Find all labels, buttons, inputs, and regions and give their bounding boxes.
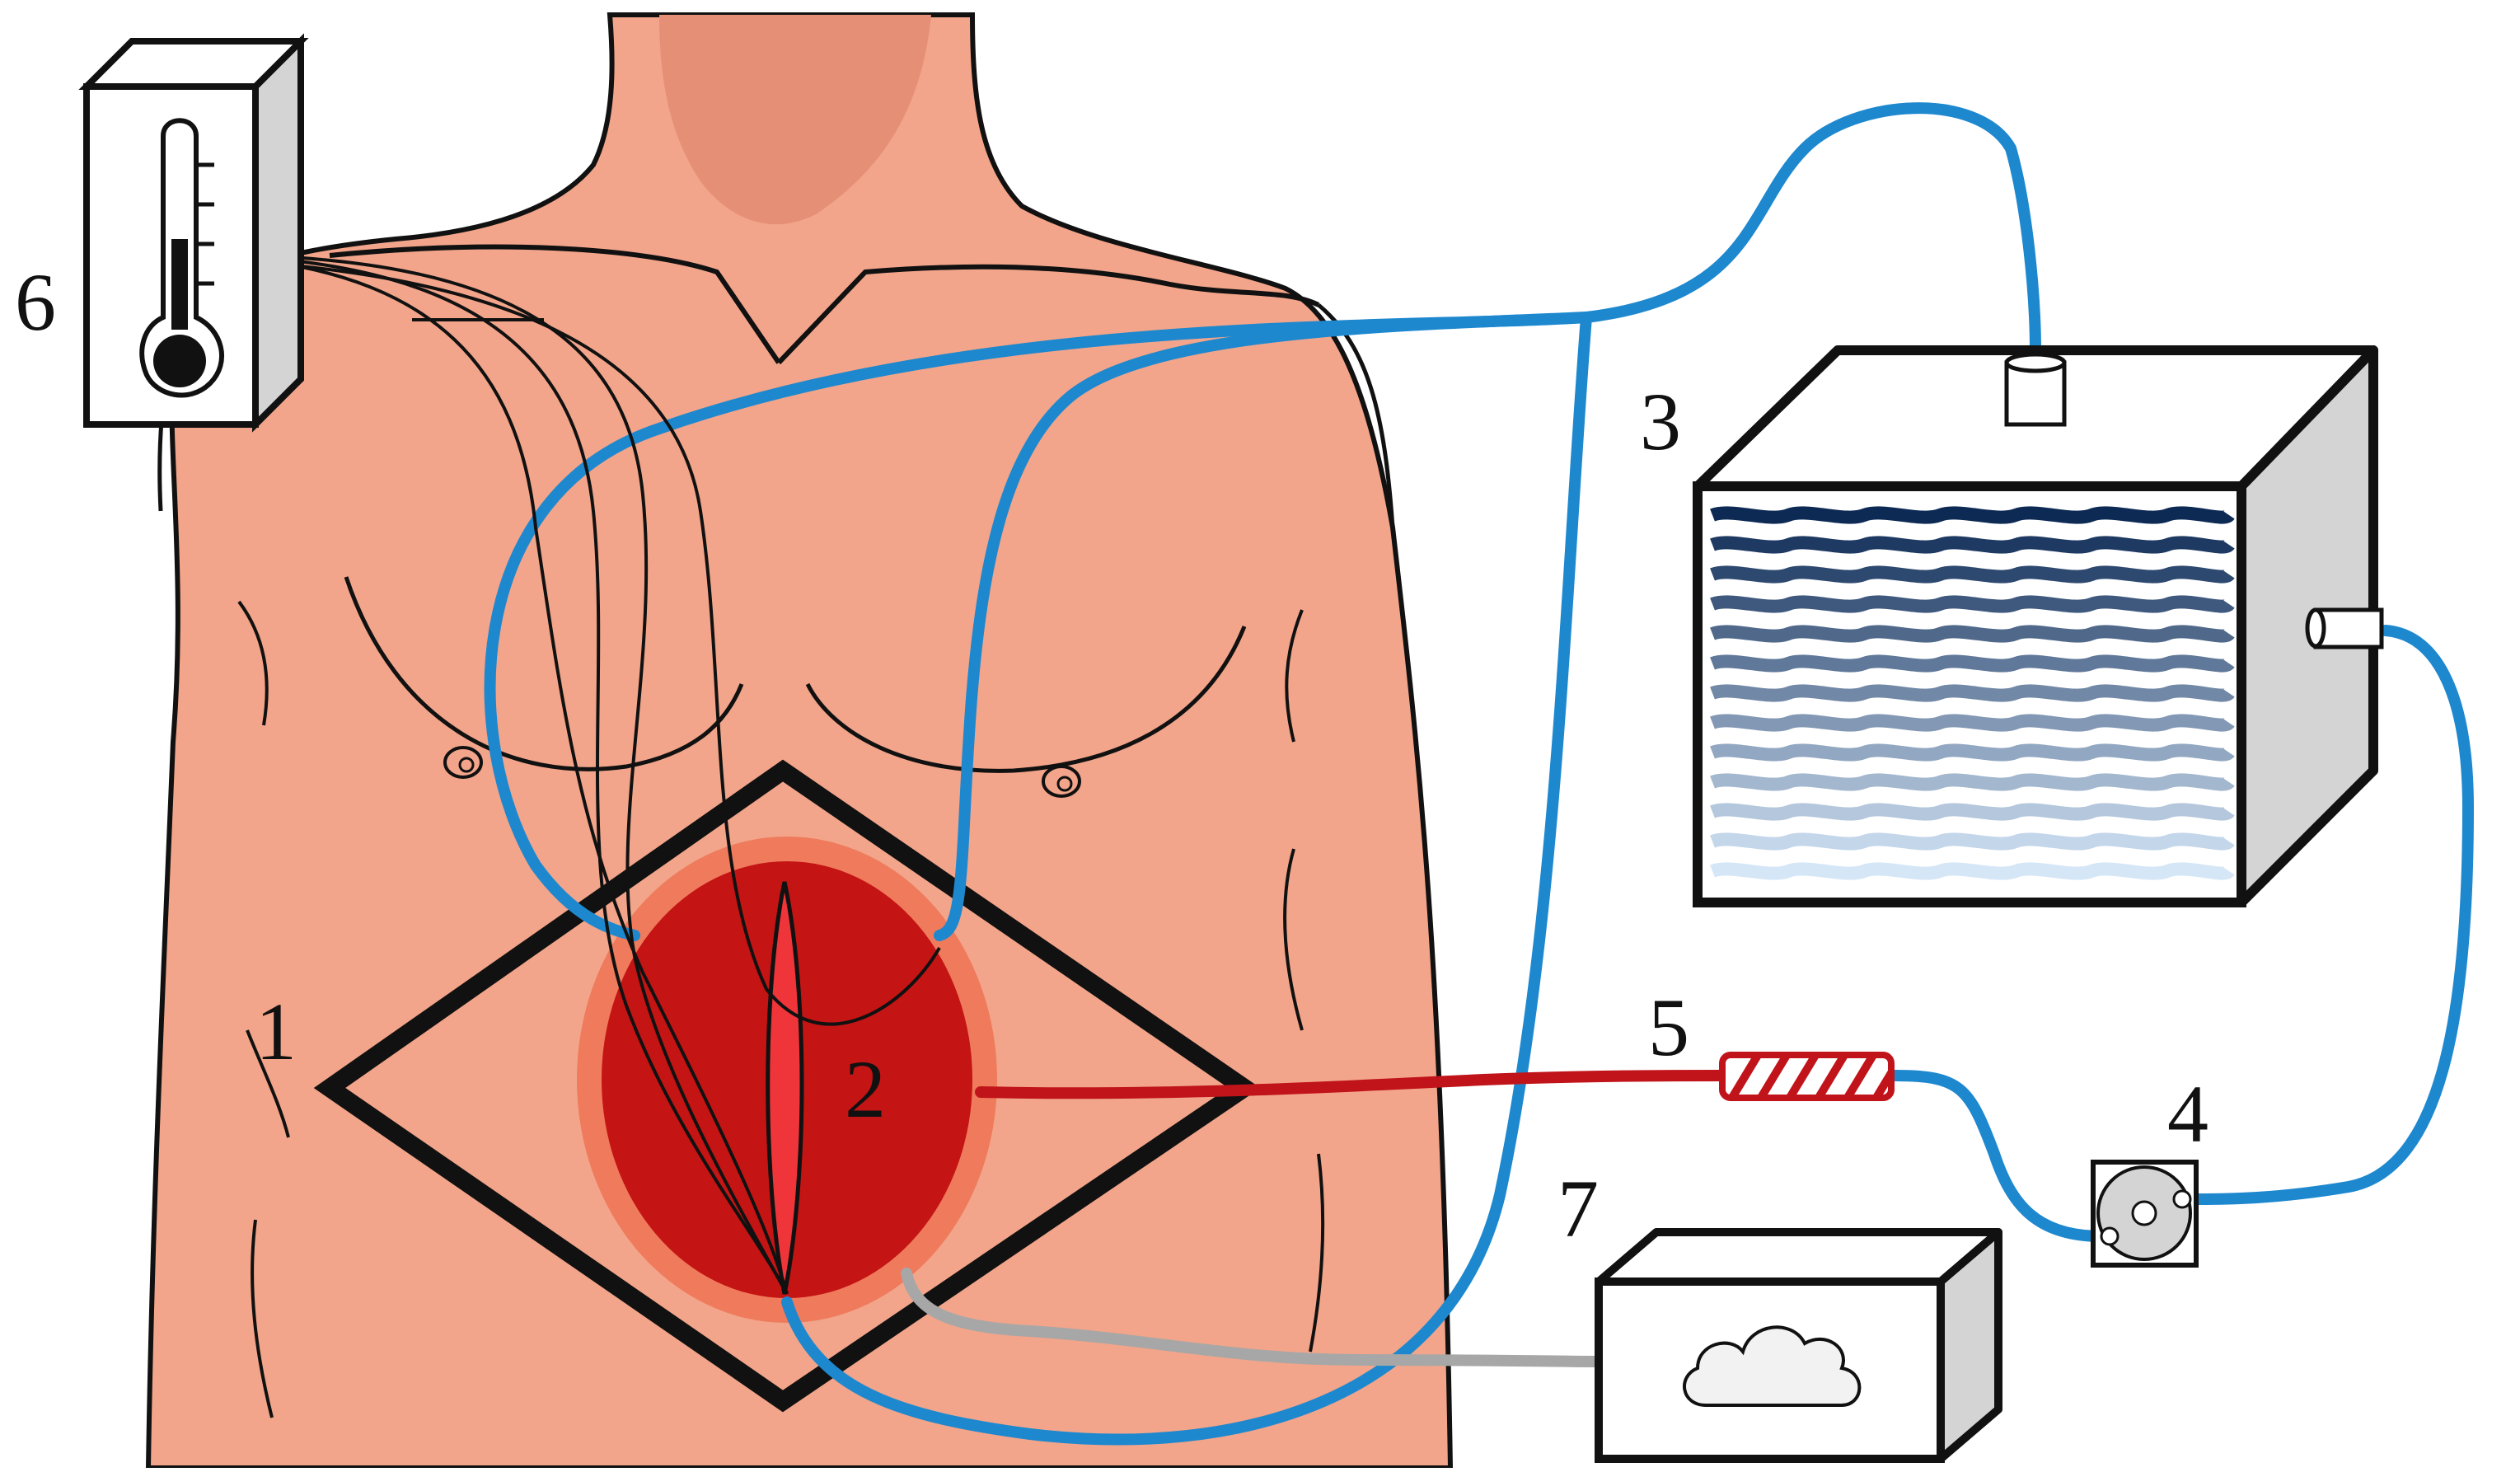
reservoir-top-port xyxy=(2004,352,2067,427)
wave-line xyxy=(1710,684,2235,702)
left-pec-line xyxy=(344,576,744,771)
thermometer-icon xyxy=(139,118,225,398)
wave-line xyxy=(1710,654,2235,673)
open-abdomen xyxy=(313,759,1261,1413)
patient-torso xyxy=(145,12,1454,1470)
reservoir-to-pump-tube xyxy=(2190,625,2475,1205)
wave-line xyxy=(1710,714,2235,732)
left-nipple xyxy=(443,746,483,779)
heated-inflow-tube xyxy=(975,1070,1728,1099)
wave-line xyxy=(1710,773,2235,791)
drain-return-tube xyxy=(781,312,1592,1446)
right-nipple xyxy=(1042,765,1081,798)
pump-device xyxy=(2091,1160,2199,1268)
label-2: 2 xyxy=(845,1043,886,1135)
wave-line xyxy=(1710,565,2235,584)
cloud-gas-icon xyxy=(1683,1325,1862,1407)
label-5: 5 xyxy=(1648,982,1689,1073)
reservoir-outflow-tube xyxy=(1581,102,2041,356)
pump-to-heater-tube xyxy=(1890,1070,2107,1242)
retractor-frame xyxy=(313,759,1261,1413)
wave-line xyxy=(1710,832,2235,851)
co2-gas-tube xyxy=(901,1268,1609,1367)
heater-device xyxy=(1719,1052,1895,1101)
wave-line xyxy=(1710,862,2235,880)
heater-coil-icon xyxy=(1726,1055,1891,1098)
insufflator-top xyxy=(1595,1228,2002,1286)
label-3: 3 xyxy=(1640,376,1681,467)
label-4: 4 xyxy=(2167,1068,2209,1160)
label-7: 7 xyxy=(1557,1163,1599,1254)
wave-line xyxy=(1710,803,2235,821)
roller-pump-icon xyxy=(2096,1165,2192,1261)
right-oblique-line xyxy=(1283,848,1304,1031)
wave-line xyxy=(1710,743,2235,762)
temperature-probe-wires xyxy=(255,254,941,1295)
right-arm-line xyxy=(1309,1153,1325,1352)
wave-line xyxy=(1710,595,2235,613)
wave-line xyxy=(1710,506,2235,524)
right-pec-line xyxy=(805,626,1247,773)
label-6: 6 xyxy=(15,256,56,348)
torso-skin xyxy=(145,12,1454,1470)
reservoir-side-port xyxy=(2305,607,2384,649)
left-arm-line xyxy=(251,1219,274,1418)
inflow-outflow-tubing xyxy=(484,102,2475,1446)
left-oblique-line xyxy=(246,1029,290,1138)
left-armpit-line xyxy=(237,600,269,726)
right-collar-line xyxy=(776,264,1320,365)
incision xyxy=(766,881,804,1295)
label-1: 1 xyxy=(255,986,297,1077)
right-armpit-line xyxy=(1285,609,1304,743)
right-inflow-tube xyxy=(934,312,1592,941)
number-labels: 1 2 3 4 5 6 7 xyxy=(15,256,2209,1254)
left-collar-line xyxy=(329,244,781,364)
wave-line xyxy=(1710,625,2235,643)
thermometer-box-side xyxy=(252,33,304,433)
water-waves-icon xyxy=(1710,506,2235,880)
neck-shadow xyxy=(659,15,931,225)
reservoir-device xyxy=(1693,345,2384,907)
co2-insufflator-device xyxy=(1595,1228,2002,1463)
wave-line xyxy=(1710,536,2235,554)
thermometer-device xyxy=(78,33,309,433)
